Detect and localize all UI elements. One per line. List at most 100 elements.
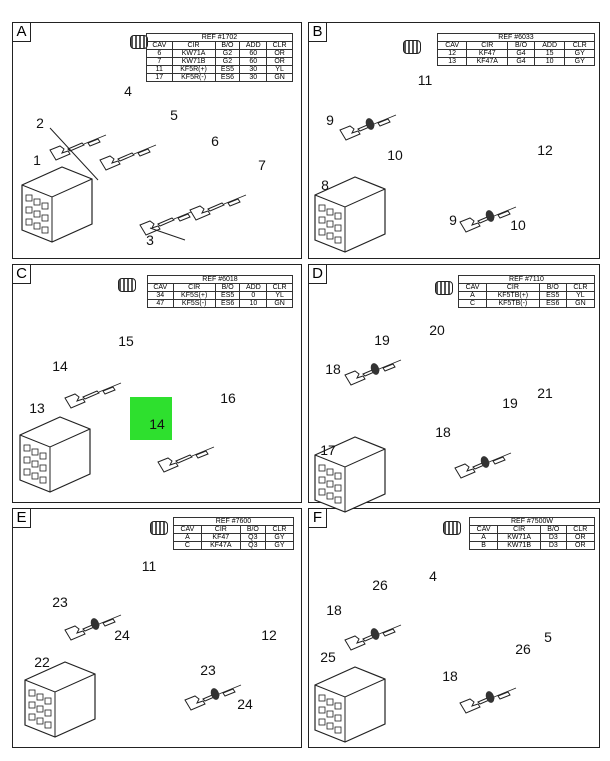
table-cell: KF47A <box>466 57 509 66</box>
table-cell: ES5 <box>538 291 567 300</box>
table-cell: 15 <box>533 49 566 58</box>
table-cell: 30 <box>239 73 268 82</box>
column-header: CIR <box>497 525 542 534</box>
column-header: CIR <box>486 283 540 292</box>
table-cell: ES5 <box>214 65 241 74</box>
callout-number: 17 <box>320 442 336 458</box>
callout-number: 15 <box>118 333 134 349</box>
panel-letter: B <box>309 23 327 42</box>
table-cell: Q3 <box>239 533 266 542</box>
column-header: CLR <box>264 525 295 534</box>
column-header: CAV <box>436 41 468 50</box>
table-cell: 60 <box>239 49 268 58</box>
table-cell: GY <box>264 541 295 550</box>
table-cell: A <box>458 291 487 300</box>
table-cell: KW71A <box>497 533 542 542</box>
table-cell: OR <box>266 49 293 58</box>
callout-number: 6 <box>211 133 219 149</box>
table-cell: ES6 <box>538 299 567 308</box>
table-cell: GY <box>564 49 595 58</box>
table-cell: KF47 <box>466 49 509 58</box>
table-cell: Q3 <box>239 541 266 550</box>
table-cell: GY <box>264 533 295 542</box>
table-cell: B <box>468 541 499 550</box>
table-cell: A <box>173 533 202 542</box>
table-cell: C <box>458 299 487 308</box>
table-cell: 34 <box>147 291 174 300</box>
callout-number: 16 <box>220 390 236 406</box>
table-cell: KF5R(+) <box>171 65 216 74</box>
callout-number: 8 <box>321 177 329 193</box>
callout-number: 5 <box>544 629 552 645</box>
callout-number: 24 <box>114 627 130 643</box>
ref-number: REF #7600 <box>173 517 294 526</box>
table-cell: 60 <box>239 57 268 66</box>
table-cell: 13 <box>436 57 468 66</box>
table-cell: KF5S(+) <box>172 291 216 300</box>
table-cell: 17 <box>146 73 173 82</box>
table-cell: KF47 <box>200 533 241 542</box>
table-cell: GN <box>266 73 293 82</box>
table-cell: 11 <box>146 65 173 74</box>
table-cell: G4 <box>507 49 535 58</box>
ref-number: REF #6033 <box>437 33 595 42</box>
panel-d: D <box>308 264 600 503</box>
callout-number: 13 <box>29 400 45 416</box>
callout-number: 25 <box>320 649 336 665</box>
callout-number: 12 <box>261 627 277 643</box>
panel-letter: F <box>309 509 327 528</box>
callout-number: 14 <box>149 416 165 432</box>
callout-number: 4 <box>124 83 132 99</box>
column-header: B/O <box>239 525 266 534</box>
callout-number: 11 <box>141 558 157 574</box>
table-cell: G4 <box>507 57 535 66</box>
column-header: B/O <box>540 525 567 534</box>
callout-number: 26 <box>515 641 531 657</box>
table-cell: 10 <box>533 57 566 66</box>
table-cell: D3 <box>540 533 567 542</box>
callout-number: 1 <box>33 152 41 168</box>
column-header: CAV <box>173 525 202 534</box>
table-cell: 30 <box>239 65 268 74</box>
callout-number: 11 <box>417 72 433 88</box>
callout-number: 18 <box>442 668 458 684</box>
callout-number: 10 <box>510 217 526 233</box>
column-header: B/O <box>507 41 535 50</box>
callout-number: 23 <box>200 662 216 678</box>
connector-face-icon <box>118 278 136 292</box>
table-cell: OR <box>565 533 596 542</box>
callout-number: 23 <box>52 594 68 610</box>
column-header: CLR <box>565 283 596 292</box>
ref-number: REF #1702 <box>146 33 293 42</box>
column-header: CLR <box>266 41 293 50</box>
table-cell: ES5 <box>214 291 241 300</box>
connector-face-icon <box>150 521 168 535</box>
table-cell: 12 <box>436 49 468 58</box>
table-cell: G2 <box>214 57 241 66</box>
table-cell: KW71A <box>171 49 216 58</box>
table-cell: KF5R(-) <box>171 73 216 82</box>
column-header: CIR <box>200 525 241 534</box>
table-cell: KW71B <box>497 541 542 550</box>
callout-number: 12 <box>537 142 553 158</box>
connector-face-icon <box>403 40 421 54</box>
callout-number: 20 <box>429 322 445 338</box>
column-header: B/O <box>214 41 241 50</box>
table-cell: 6 <box>146 49 173 58</box>
table-cell: YL <box>565 291 596 300</box>
table-cell: GY <box>564 57 595 66</box>
column-header: B/O <box>214 283 241 292</box>
panel-letter: C <box>13 265 31 284</box>
